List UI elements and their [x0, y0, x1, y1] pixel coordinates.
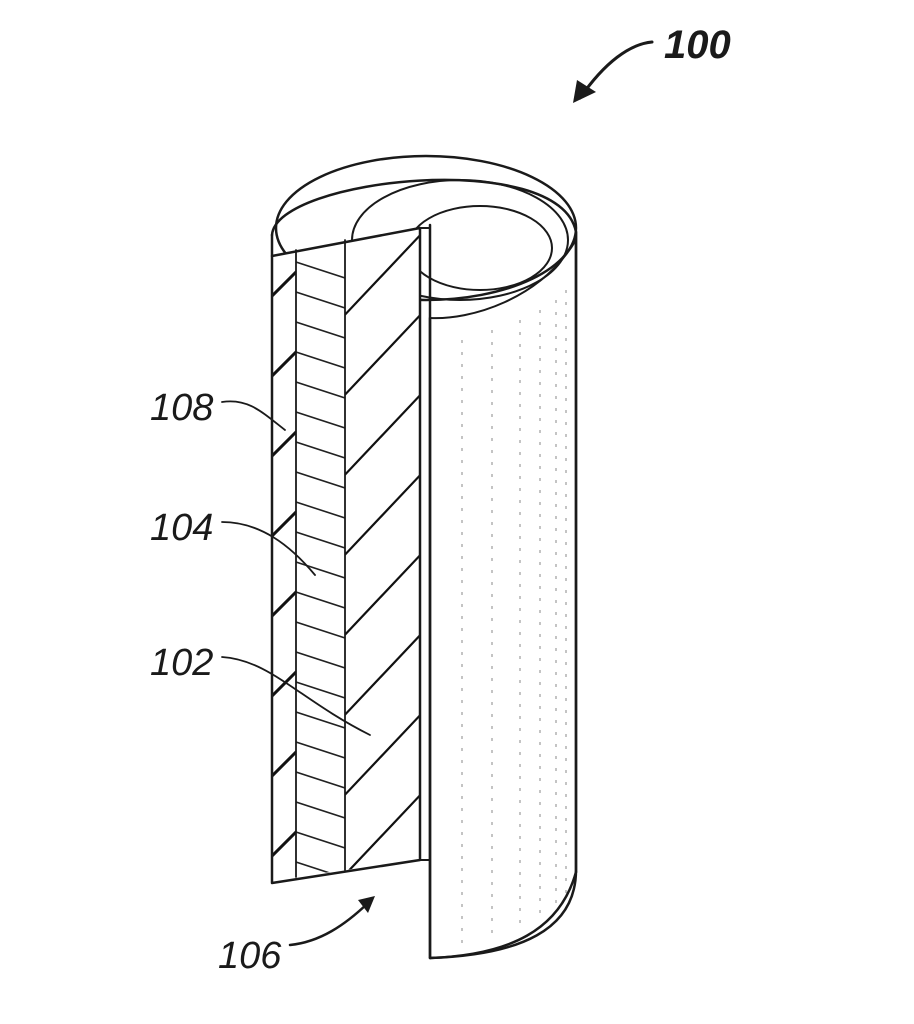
cylinder-body	[270, 154, 578, 960]
label-100: 100	[664, 23, 731, 67]
label-106: 106	[218, 935, 282, 977]
assembly-arrow	[573, 40, 654, 103]
gap-arrow	[288, 896, 375, 947]
leader-102	[221, 656, 371, 736]
label-104: 104	[150, 507, 213, 549]
leader-108	[221, 400, 286, 431]
leader-104	[221, 521, 316, 576]
label-102: 102	[150, 642, 213, 684]
layer-102	[345, 229, 420, 870]
label-108: 108	[150, 387, 213, 429]
